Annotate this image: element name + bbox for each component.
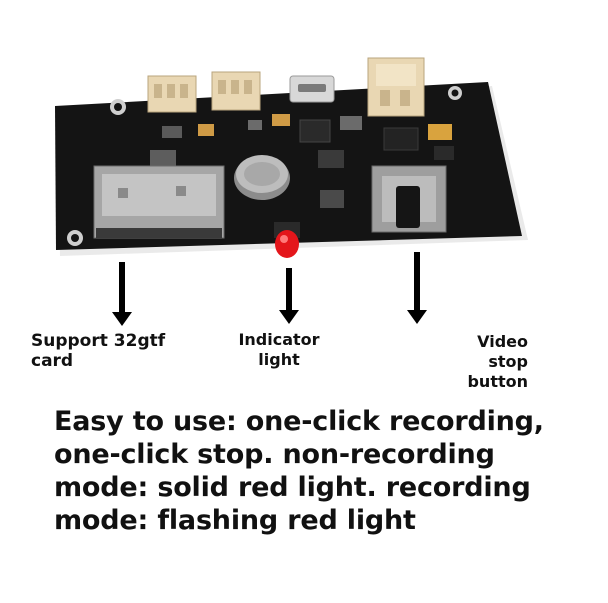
connector-jst (147, 75, 197, 113)
coin-battery (234, 155, 290, 200)
arrow-sd-card (112, 262, 132, 326)
label-button: Video stop button (467, 332, 528, 391)
label-indicator: Indicator light (238, 330, 320, 369)
sd-card-slot (93, 165, 225, 239)
pcb-board-photo (55, 57, 528, 258)
indicator-led (274, 222, 300, 258)
connector-jst (211, 71, 261, 111)
arrow-indicator (279, 268, 299, 324)
tactile-button (371, 165, 447, 233)
description-caption: Easy to use: one-click recording, one-cl… (54, 406, 544, 536)
label-sd-card: Support 32gtf card (31, 331, 166, 371)
usb-port (289, 75, 335, 103)
arrow-button (407, 252, 427, 324)
connector-jst (367, 57, 425, 117)
